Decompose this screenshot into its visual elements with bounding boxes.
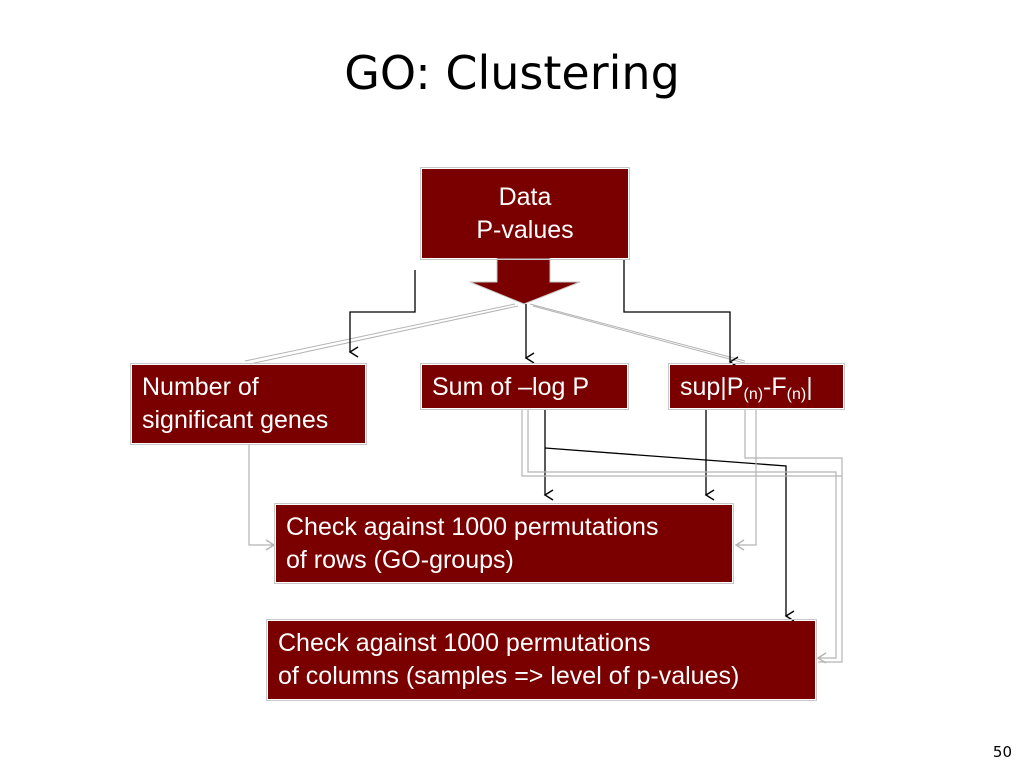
page-number: 50: [992, 743, 1012, 761]
slide-title: GO: Clustering: [344, 46, 680, 100]
num-significant-line2: significant genes: [142, 406, 329, 434]
stats-to-checks-connectors: [543, 410, 795, 622]
sup-prefix: sup|P: [680, 373, 744, 401]
check-rows-box: Check against 1000 permutations of rows …: [274, 503, 734, 584]
check-rows-line1: Check against 1000 permutations: [286, 513, 659, 541]
check-columns-box: Check against 1000 permutations of colum…: [266, 619, 817, 701]
fan-lines: [244, 303, 749, 365]
sup-statistic-box: sup|P(n)-F(n)|: [668, 363, 845, 410]
sum-log-p-box: Sum of –log P: [420, 363, 629, 410]
data-to-stats-connectors: [348, 260, 739, 368]
check-columns-line1: Check against 1000 permutations: [278, 629, 651, 657]
data-box-line1: Data: [498, 183, 552, 211]
data-down-arrow: [469, 257, 581, 305]
sum-log-p-label: Sum of –log P: [432, 373, 590, 401]
data-box-line2: P-values: [476, 216, 574, 244]
check-rows-line2: of rows (GO-groups): [286, 546, 514, 574]
sup-sub1: (n): [743, 386, 764, 403]
sup-mid: -F: [763, 373, 787, 401]
light-connectors: [248, 410, 843, 664]
sup-sub2: (n): [786, 386, 807, 403]
check-columns-line2: of columns (samples => level of p-values…: [278, 662, 740, 690]
sup-statistic-label: sup|P(n)-F(n)|: [680, 371, 843, 404]
sup-suffix: |: [806, 373, 813, 401]
num-significant-genes-box: Number of significant genes: [130, 363, 367, 445]
data-pvalues-box: Data P-values: [420, 167, 630, 260]
num-significant-line1: Number of: [142, 373, 259, 401]
